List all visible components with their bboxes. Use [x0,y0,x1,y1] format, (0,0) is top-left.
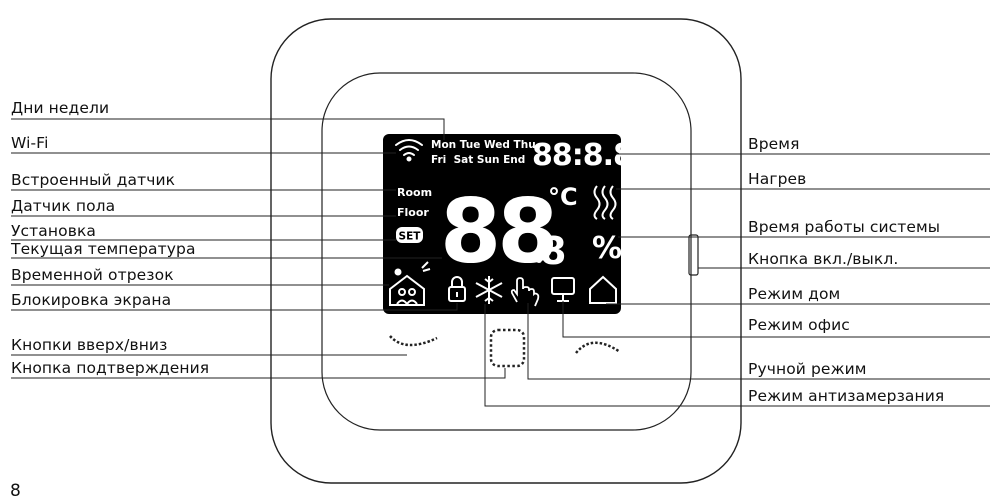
label-system-runtime: Время работы системы [748,218,941,236]
home-icon [589,275,617,304]
label-time-slot: Временной отрезок [11,266,174,284]
set-badge: SET [399,231,422,243]
label-confirm-button: Кнопка подтверждения [11,359,210,377]
label-office-mode: Режим офис [748,316,850,334]
label-time: Время [748,135,800,153]
label-power-button: Кнопка вкл./выкл. [748,250,899,268]
label-built-in-sensor: Встроенный датчик [11,171,176,189]
label-home-mode: Режим дом [748,285,841,303]
label-antifreeze-mode: Режим антизамерзания [748,387,945,405]
percent-symbol: % [592,231,622,266]
label-floor-sensor: Датчик пола [11,197,116,215]
down-button[interactable] [389,335,438,347]
celsius-symbol: °C [548,183,578,211]
up-button[interactable] [575,341,621,354]
label-setpoint: Установка [11,222,97,240]
right-leader-lines [484,153,990,407]
lock-icon [448,276,466,302]
heating-icon [593,185,617,220]
left-leader-lines [11,118,506,379]
label-manual-mode: Ручной режим [748,360,867,378]
label-up-down-buttons: Кнопки вверх/вниз [11,336,168,354]
label-screen-lock: Блокировка экрана [11,291,172,309]
current-temperature: 88 [440,180,554,283]
temperature-decimal: 8 [540,229,566,273]
label-weekdays: Дни недели [11,99,110,117]
days-row-1: Mon Tue Wed Thu [431,139,536,151]
decimal-point [536,257,542,263]
thermostat-outer-frame [270,18,742,484]
label-current-temperature: Текущая температура [11,240,196,258]
days-row-2: Fri Sat Sun End [431,154,525,166]
confirm-button[interactable] [489,328,526,368]
power-side-button[interactable] [688,234,699,276]
label-wifi: Wi-Fi [11,134,49,152]
time-slot-icon [389,261,431,306]
thermostat-inner-bezel [321,72,692,431]
page-number: 8 [10,481,21,501]
room-label: Room [397,186,432,199]
floor-label: Floor [397,206,429,219]
snowflake-icon [475,276,503,304]
hand-icon [510,277,540,307]
set-badge-bg [396,227,423,243]
time-digits: 88:8.8 [532,138,633,173]
label-heating: Нагрев [748,170,807,188]
wifi-icon [395,139,423,162]
lcd-screen [383,134,621,314]
